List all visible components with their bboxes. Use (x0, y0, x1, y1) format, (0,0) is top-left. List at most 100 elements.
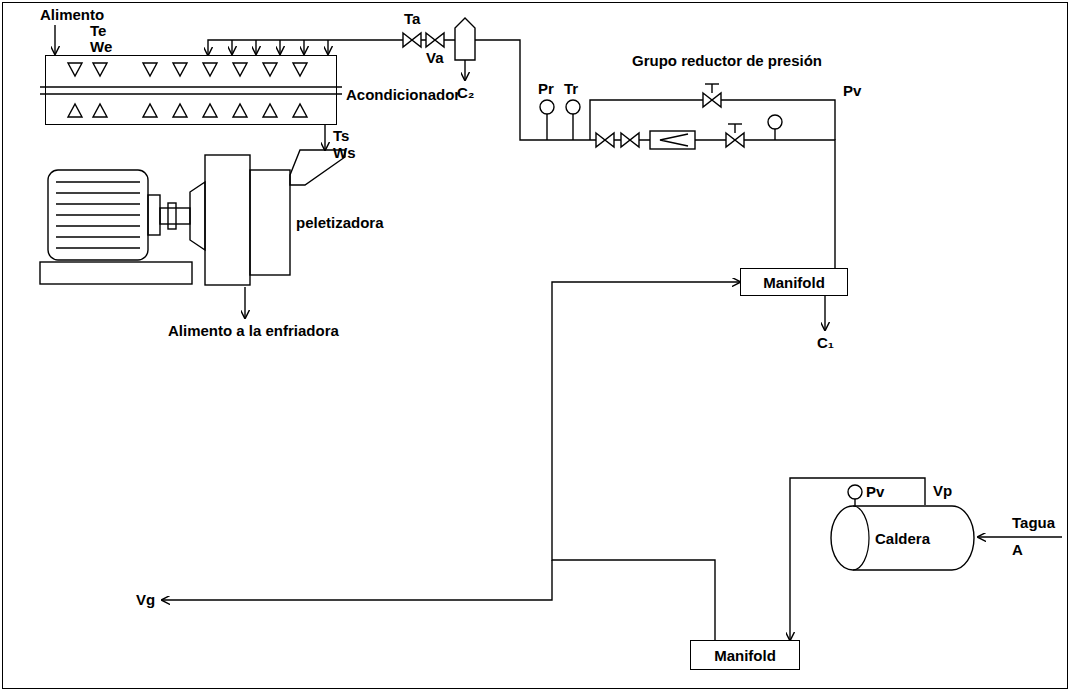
steam-pipe (324, 125, 325, 150)
conditioner-box: Acondicionador (45, 55, 337, 125)
condensate-arrow (824, 296, 825, 330)
steam-drop (279, 40, 280, 54)
node-label: Caldera (875, 530, 930, 547)
valve-symbol (426, 33, 444, 47)
fin (56, 236, 140, 237)
paddle (173, 104, 187, 117)
bypass-pipe (590, 100, 835, 140)
steam-injection-arrows (232, 40, 328, 54)
fin (56, 214, 140, 215)
motor-fins (56, 182, 140, 248)
valve-symbol (403, 33, 421, 47)
paddle (173, 63, 187, 76)
pressure-gauge (768, 115, 782, 129)
boiler-drum: Caldera (830, 505, 975, 571)
node-label: Manifold (714, 647, 776, 664)
conditioner-shaft (40, 86, 342, 87)
part-label: C₂ (457, 84, 475, 101)
water-inlet-arrow (978, 536, 1062, 537)
paddle (93, 63, 107, 76)
fin (56, 203, 140, 204)
steam-separator (455, 18, 475, 60)
part-label: Grupo reductor de presión (632, 52, 822, 69)
valve-symbol (726, 133, 744, 147)
coupling (160, 208, 190, 224)
coupling (168, 203, 176, 229)
gauge-stem (854, 499, 855, 506)
manifold-box: Manifold (690, 640, 800, 670)
part-label: Pv (866, 483, 884, 500)
paddle (93, 104, 107, 117)
steam-pipe (208, 40, 835, 268)
pressure-reducer (660, 134, 688, 146)
paddle (68, 104, 82, 117)
conditioner-paddles (68, 63, 307, 117)
valve-symbol (621, 133, 639, 147)
condensate-arrow (464, 60, 465, 80)
steam-drop (231, 40, 232, 54)
valve-handle (705, 83, 719, 84)
node-label: Acondicionador (346, 86, 460, 103)
part-label: We (90, 38, 112, 55)
steam-drop (327, 40, 328, 54)
machine-base (40, 262, 192, 284)
paddle (143, 63, 157, 76)
steam-drop (303, 40, 304, 54)
paddle (143, 104, 157, 117)
bearing-housing (190, 182, 205, 250)
pelletizer-machine: peletizadora (200, 150, 390, 288)
manifold-box: Manifold (740, 268, 848, 296)
die-housing (250, 170, 290, 275)
valve-handle (711, 84, 712, 93)
gauge-stem (572, 114, 573, 140)
gauge-stem (546, 114, 547, 140)
gearbox-housing (205, 155, 250, 285)
motor-end (148, 195, 160, 235)
part-label: Vp (933, 482, 952, 499)
conditioner-shaft (40, 93, 342, 94)
steam-branch (162, 560, 552, 600)
paddle (203, 104, 217, 117)
valve-handle (734, 124, 735, 133)
part-label: Vg (136, 591, 155, 608)
paddle (233, 104, 247, 117)
paddle (263, 63, 277, 76)
part-label: Pr (538, 80, 554, 97)
part-label: A (1012, 541, 1023, 558)
part-label: Tagua (1012, 514, 1055, 531)
paddle (263, 104, 277, 117)
pressure-gauge (848, 485, 862, 499)
part-label: Va (426, 49, 444, 66)
valve-symbol (596, 133, 614, 147)
pellet-outlet-arrow (244, 287, 245, 318)
pressure-reducer (650, 131, 695, 149)
part-label: Tr (564, 80, 578, 97)
feed-inlet-arrow (54, 25, 55, 54)
part-label: Alimento (40, 6, 104, 23)
fin (56, 192, 140, 193)
fin (56, 247, 140, 248)
fin (56, 225, 140, 226)
part-label: Ws (333, 144, 356, 161)
fin (56, 181, 140, 182)
thermometer (566, 100, 580, 114)
paddle (293, 63, 307, 76)
paddle (233, 63, 247, 76)
part-label: Ta (404, 10, 420, 27)
part-label: Alimento a la enfriadora (168, 322, 339, 339)
motor (48, 170, 148, 260)
valve-symbol (703, 93, 721, 107)
steam-pipe (552, 282, 740, 640)
paddle (68, 63, 82, 76)
paddle (203, 63, 217, 76)
paddle (293, 104, 307, 117)
part-label: C₁ (817, 334, 834, 351)
part-label: Te (90, 22, 106, 39)
steam-drop (255, 40, 256, 54)
pressure-gauge (540, 100, 554, 114)
node-label: Manifold (763, 274, 825, 291)
